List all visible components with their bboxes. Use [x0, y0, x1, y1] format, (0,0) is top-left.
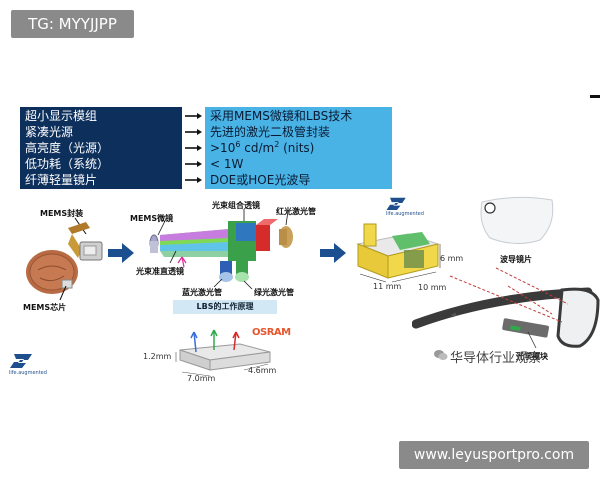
flow-arrow-icon	[320, 243, 346, 263]
feature-table-left-panel	[20, 107, 182, 189]
dim-4-6mm: 4.6mm	[248, 366, 277, 375]
lbs-principle-caption: LBS的工作原理	[173, 300, 277, 314]
smart-glasses-illustration	[412, 267, 600, 349]
dim-10mm: 10 mm	[418, 283, 447, 292]
site-watermark: www.leyusportpro.com	[399, 441, 589, 469]
feature-row: 纤薄轻量镜片 DOE或HOE光波导	[20, 172, 392, 188]
arrow-right-icon	[185, 113, 202, 119]
feature-name: 高亮度（光源）	[25, 141, 110, 155]
mems-package-illustration	[26, 217, 103, 301]
dim-7-0mm: 7.0mm	[187, 374, 216, 383]
feature-row: 超小显示模组 采用MEMS微镜和LBS技术	[20, 108, 392, 124]
optical-module-illustration	[356, 223, 441, 283]
label-blue-laser: 蓝光激光管	[182, 288, 222, 297]
feature-detail: DOE或HOE光波导	[210, 173, 311, 187]
wechat-icon	[434, 350, 448, 360]
dim-1-2mm: 1.2mm	[143, 352, 172, 361]
label-waveguide-lens: 波导镜片	[500, 255, 532, 264]
label-mems-chip: MEMS芯片	[23, 303, 67, 312]
st-tagline: life.augmented	[9, 370, 47, 376]
label-red-laser: 红光激光管	[276, 207, 316, 216]
st-tagline: life.augmented	[386, 211, 424, 217]
arrow-right-icon	[185, 177, 202, 183]
feature-name: 纤薄轻量镜片	[25, 173, 98, 187]
label-collimator: 光束准直透镜	[136, 267, 184, 276]
wechat-account-watermark: 华导体行业观察	[450, 351, 542, 366]
lbs-engine-diagram	[149, 209, 293, 290]
laser-package-illustration	[175, 329, 271, 377]
label-beam-combiner: 光束组合透镜	[212, 201, 260, 210]
dim-11mm: 11 mm	[373, 282, 402, 291]
feature-name: 低功耗（系统）	[25, 157, 110, 171]
flow-arrow-icon	[108, 243, 134, 263]
feature-row: 高亮度（光源） >106 cd/m2 (nits)	[20, 140, 392, 156]
feature-row: 低功耗（系统） < 1W	[20, 156, 392, 172]
feature-detail: 先进的激光二极管封装	[210, 125, 331, 139]
dim-6mm: 6 mm	[440, 254, 464, 263]
feature-table-right-panel	[205, 107, 392, 189]
st-logo-icon	[386, 197, 406, 210]
feature-row: 紧凑光源 先进的激光二极管封装	[20, 124, 392, 140]
feature-table: 超小显示模组 采用MEMS微镜和LBS技术 紧凑光源 先进的激光二极管封装 高亮…	[20, 107, 392, 189]
label-mems-mirror: MEMS微镜	[130, 214, 174, 223]
feature-detail: 采用MEMS微镜和LBS技术	[210, 109, 353, 123]
arrow-right-icon	[185, 129, 202, 135]
tg-tag: TG: MYYJJPP	[11, 10, 134, 38]
feature-detail: >106 cd/m2 (nits)	[210, 140, 315, 156]
st-logo-icon	[10, 354, 32, 368]
feature-detail: < 1W	[210, 157, 244, 171]
feature-name: 超小显示模组	[25, 109, 98, 123]
arrow-right-icon	[185, 161, 202, 167]
edge-dash	[590, 95, 600, 98]
osram-logo: OSRAM	[252, 327, 291, 338]
feature-name: 紧凑光源	[25, 125, 74, 139]
waveguide-lens-illustration	[480, 196, 554, 244]
label-mems-package: MEMS封装	[40, 209, 84, 218]
label-optical-module: 光学模块	[516, 352, 548, 361]
arrow-right-icon	[185, 145, 202, 151]
label-green-laser: 绿光激光管	[254, 288, 294, 297]
